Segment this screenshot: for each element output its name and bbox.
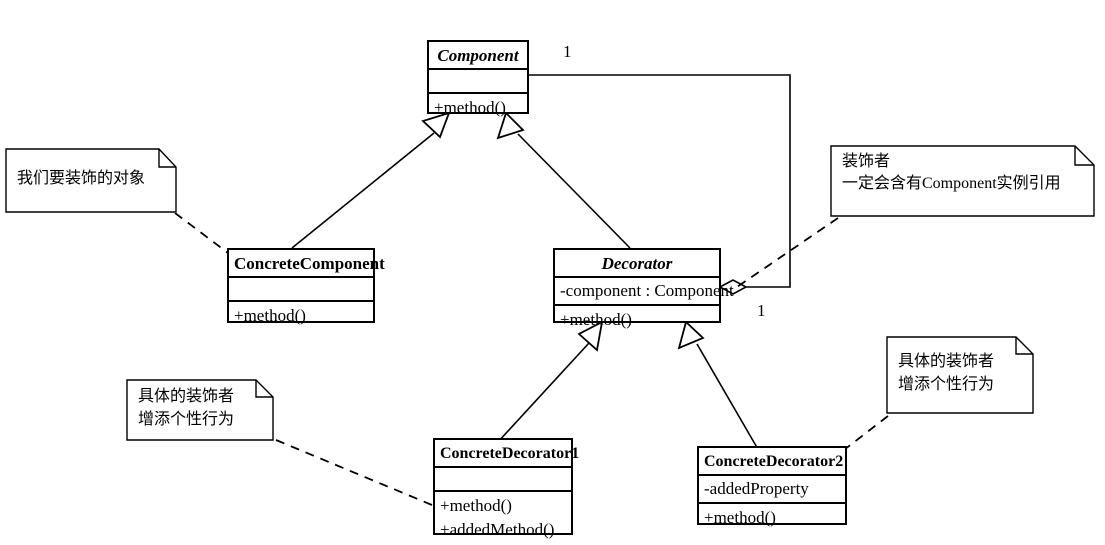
note-concrete-decorator-2[interactable]: 具体的装饰者 增添个性行为 (886, 336, 1034, 414)
class-box-decorator[interactable]: Decorator -component : Component +method… (553, 248, 734, 329)
operation-item: +addedMethod() (440, 520, 555, 539)
class-box-concrete-decorator-1[interactable]: ConcreteDecorator1 +method() +addedMetho… (433, 438, 579, 539)
note-target-object[interactable]: 我们要装饰的对象 (5, 148, 177, 213)
note-text: 具体的装饰者 增添个性行为 (898, 353, 995, 393)
multiplicity-component-end: 1 (563, 42, 572, 61)
class-attributes-concrete-decorator-1 (435, 468, 571, 492)
operation-item: +method() (560, 310, 632, 329)
generalization-concretecomponent-component (291, 111, 451, 249)
class-box-component[interactable]: Component +method() (427, 40, 529, 117)
note-shape (886, 336, 1034, 414)
class-operations-concrete-decorator-2: +method() (699, 504, 845, 532)
note-text: 具体的装饰者 增添个性行为 (138, 388, 235, 428)
class-name-decorator: Decorator (555, 250, 719, 278)
operation-item: +method() (704, 508, 776, 527)
note-shape (126, 379, 274, 441)
class-name-concrete-decorator-2: ConcreteDecorator2 (699, 448, 845, 476)
generalization-decorator-component (496, 111, 631, 249)
note-decorator[interactable]: 装饰者 一定会含有Component实例引用 (830, 145, 1095, 217)
operation-item: +method() (440, 496, 512, 515)
operation-item: +method() (234, 306, 306, 325)
class-operations-decorator: +method() (555, 306, 719, 334)
note-concrete-decorator-1[interactable]: 具体的装饰者 增添个性行为 (126, 379, 274, 441)
generalization-concretedecorator1-decorator (496, 320, 604, 444)
class-name-concrete-decorator-1: ConcreteDecorator1 (435, 440, 579, 468)
note-anchor-decorator (736, 217, 839, 288)
note-anchor-target-object (174, 212, 229, 254)
note-anchor-concrete-decorator-1 (275, 439, 433, 506)
note-shape (830, 145, 1095, 217)
note-text: 我们要装饰的对象 (17, 170, 146, 187)
attribute-item: -addedProperty (704, 479, 809, 498)
class-attributes-decorator: -component : Component (555, 278, 734, 306)
note-text: 装饰者 一定会含有Component实例引用 (842, 153, 1061, 192)
class-name-component: Component (429, 42, 527, 70)
class-name-concrete-component: ConcreteComponent (229, 250, 385, 278)
aggregation-decorator-component (529, 74, 791, 295)
class-operations-concrete-component: +method() (229, 302, 373, 330)
class-attributes-concrete-component (229, 278, 373, 302)
class-box-concrete-decorator-2[interactable]: ConcreteDecorator2 -addedProperty +metho… (697, 446, 847, 527)
class-operations-component: +method() (429, 94, 527, 122)
class-box-concrete-component[interactable]: ConcreteComponent +method() (227, 248, 385, 325)
operation-item: +method() (434, 98, 506, 117)
generalization-concretedecorator2-decorator (677, 320, 760, 452)
attribute-item: -component : Component (560, 281, 734, 300)
note-shape (5, 148, 177, 213)
class-attributes-concrete-decorator-2: -addedProperty (699, 476, 845, 504)
class-attributes-component (429, 70, 527, 94)
multiplicity-decorator-end: 1 (757, 301, 766, 320)
class-operations-concrete-decorator-1: +method() +addedMethod() (435, 492, 571, 544)
